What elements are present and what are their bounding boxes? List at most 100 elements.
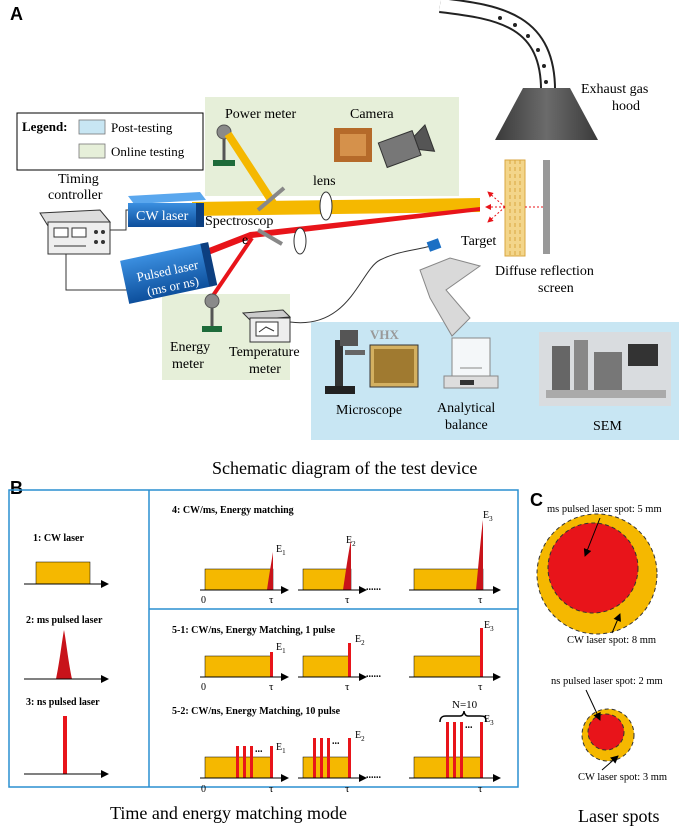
mode-1-cw-pulse (35, 561, 91, 585)
mode-5-1-tau-1: τ (269, 681, 274, 693)
mode-4-label: 4: CW/ms, Energy matching (172, 505, 294, 516)
mode-4-e3: E3 (483, 510, 493, 523)
panel-letter-b: B (10, 478, 23, 498)
mode-2-label: 2: ms pulsed laser (26, 615, 103, 626)
ms-pulsed-spot-label: ms pulsed laser spot: 5 mm (547, 504, 662, 515)
balance-label-2: balance (445, 418, 488, 433)
diffuse-screen-icon (543, 160, 550, 254)
mode-5-1-plot-2 (298, 643, 367, 681)
legend-swatch-post (78, 119, 106, 135)
spectroscope-icon-upper (256, 186, 286, 212)
mode-3-ns-pulse (63, 716, 67, 774)
mode-5-1-e3: E3 (484, 620, 494, 633)
analytical-balance-icon (443, 337, 499, 389)
lens-icon-lower (293, 227, 307, 255)
cw-small-spot-pointer (601, 755, 619, 771)
panel-letter-a: A (10, 4, 23, 24)
caption-a: Schematic diagram of the test device (212, 458, 477, 478)
sem-label: SEM (593, 419, 622, 434)
mode-5-2-tau-3: τ (478, 783, 483, 795)
mode-5-1-dots: ...... (366, 669, 382, 680)
cw-large-spot-label: CW laser spot: 8 mm (567, 635, 656, 646)
mode-4-zero-1: 0 (201, 595, 206, 606)
target-label: Target (461, 234, 496, 249)
pulsed-beam (170, 207, 480, 270)
spectroscope-icon-lower (256, 228, 284, 246)
mode-5-1-plot-1 (200, 652, 289, 681)
mode-4-e2: E2 (346, 535, 356, 548)
exhaust-label-2: hood (612, 99, 640, 114)
ns-pulsed-spot-label: ns pulsed laser spot: 2 mm (551, 676, 663, 687)
mode-5-2-n10: N=10 (452, 699, 478, 711)
mode-5-2-tau-1: τ (269, 783, 274, 795)
camera-label: Camera (350, 107, 394, 122)
energy-meter-label-2: meter (172, 357, 204, 372)
mode-1-label: 1: CW laser (33, 533, 84, 544)
temperature-meter-label-2: meter (249, 362, 281, 377)
balance-label-1: Analytical (437, 401, 495, 416)
temperature-meter-icon (241, 309, 292, 343)
mode-4-plot-1 (200, 552, 289, 594)
wire-timing-cw (110, 209, 130, 231)
mode-5-2-plot-1 (200, 746, 289, 782)
diffuse-label-1: Diffuse reflection (495, 264, 594, 279)
mode-5-2-e3: E3 (484, 714, 494, 727)
mode-5-1-tau-2: τ (345, 681, 350, 693)
mode-5-1-e1: E1 (276, 642, 286, 655)
mode-5-1-label: 5-1: CW/ns, Energy Matching, 1 pulse (172, 625, 336, 636)
mode-5-1-tau-3: τ (478, 681, 483, 693)
mode-5-1-e2: E2 (355, 634, 365, 647)
mode-4-tau-1: τ (269, 594, 274, 606)
timing-label-1: Timing (58, 172, 99, 187)
sem-icon (539, 332, 671, 406)
cw-laser-label: CW laser (136, 209, 189, 224)
cw-beam-to-power-meter (224, 131, 279, 209)
energy-meter-label-1: Energy (170, 340, 210, 355)
spectroscope-label-1: Spectroscop (205, 214, 273, 229)
mode-5-2-plot-2 (298, 738, 367, 782)
mode-4-e1: E1 (276, 544, 286, 557)
transfer-arrow-icon (419, 257, 482, 337)
legend-online-label: Online testing (111, 144, 185, 159)
cw-laser-icon (128, 192, 206, 227)
legend-swatch-online (78, 143, 106, 159)
ns-spot-pointer (585, 689, 601, 721)
ms-spot-pointer (583, 517, 601, 557)
wire-temperature-sensor (289, 244, 435, 324)
vhx-logo: VHX (370, 327, 400, 342)
cw-small-spot-label: CW laser spot: 3 mm (578, 772, 667, 783)
legend-title: Legend: (22, 119, 68, 134)
lens-icon-upper (319, 191, 333, 221)
mode-5-1-zero: 0 (201, 682, 206, 693)
microscope-label: Microscope (336, 403, 402, 418)
mode-5-2-e1: E1 (276, 742, 286, 755)
timing-label-2: controller (48, 188, 103, 203)
spot-large (536, 513, 658, 635)
mode-5-2-plot-3 (409, 710, 501, 782)
mode-5-2-small-dots-2: ... (332, 736, 340, 747)
timing-controller-icon (39, 209, 112, 255)
mode-2-ms-pulse (56, 630, 72, 679)
microscope-icon (325, 330, 419, 394)
mode-5-2-label: 5-2: CW/ns, Energy Matching, 10 pulse (172, 706, 341, 717)
exhaust-tube-icon (439, 0, 557, 96)
temperature-sensor-icon (426, 238, 442, 252)
temperature-meter-label-1: Temperature (229, 345, 300, 360)
exhaust-label-1: Exhaust gas (581, 82, 648, 97)
mode-4-dots: ...... (366, 582, 382, 593)
energy-meter-icon (202, 293, 222, 332)
pulsed-beam-to-energy-meter (208, 236, 254, 302)
legend: Legend: Post-testing Online testing (16, 112, 204, 171)
spectroscope-label-2: e (242, 233, 248, 248)
lens-label: lens (313, 174, 336, 189)
mode-5-2-e2: E2 (355, 730, 365, 743)
caption-c: Laser spots (578, 806, 659, 826)
spot-small (581, 708, 635, 762)
mode-5-2-small-dots-3: ... (465, 720, 473, 731)
mode-5-2-dots: ...... (366, 770, 382, 781)
wire-timing-pulsed (65, 254, 140, 291)
mode-5-2-zero: 0 (201, 784, 206, 795)
pulsed-laser-icon (120, 242, 218, 304)
exhaust-hood-icon (495, 88, 598, 140)
